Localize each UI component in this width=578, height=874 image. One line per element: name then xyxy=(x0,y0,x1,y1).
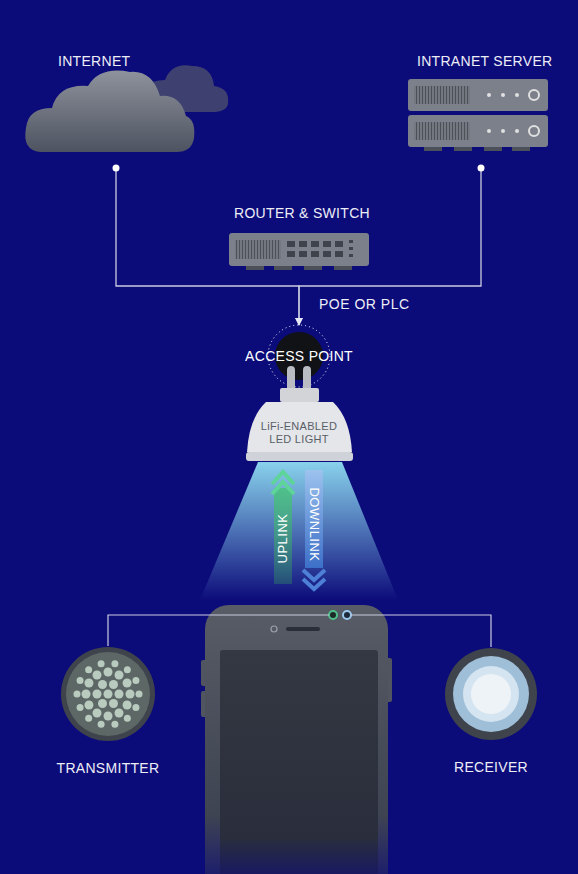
led-dot xyxy=(84,701,93,710)
led-dot xyxy=(123,679,132,688)
led-dot xyxy=(104,712,113,721)
led-dot xyxy=(104,690,113,699)
connector xyxy=(116,168,299,325)
port xyxy=(287,241,295,247)
led-dot xyxy=(74,691,81,698)
port xyxy=(299,251,307,257)
device-node: RECEIVER xyxy=(436,646,546,776)
led-dot xyxy=(111,721,118,728)
led-dot xyxy=(124,715,131,722)
port xyxy=(323,251,331,257)
port xyxy=(323,241,331,247)
led-dot xyxy=(77,704,84,711)
port xyxy=(349,254,353,257)
transmitter-lens xyxy=(61,647,155,741)
led-dot xyxy=(136,691,143,698)
led-dot xyxy=(111,660,118,667)
node-label: INTERNET xyxy=(26,53,206,70)
led-dot xyxy=(124,666,131,673)
port xyxy=(335,251,343,257)
led-dot xyxy=(98,721,105,728)
led-dot xyxy=(85,715,92,722)
led-dot xyxy=(93,670,102,679)
smartphone xyxy=(201,605,392,874)
leader-line xyxy=(351,615,491,647)
port xyxy=(335,241,343,247)
led-dot xyxy=(109,699,118,708)
led-dot xyxy=(93,690,102,699)
port xyxy=(287,251,295,257)
led-dot xyxy=(77,677,84,684)
led-dot xyxy=(82,690,91,699)
leader-line xyxy=(108,615,329,646)
led-dot xyxy=(84,679,93,688)
uplink-arrow xyxy=(272,472,294,584)
node-label: ROUTER & SWITCH xyxy=(222,205,382,222)
link-label: DOWNLINK xyxy=(307,487,322,561)
device-node: TRANSMITTER xyxy=(48,645,168,781)
led-dot xyxy=(126,690,135,699)
router-switch xyxy=(229,233,369,270)
node-label: RECEIVER xyxy=(436,759,546,776)
led-bulb xyxy=(246,325,353,461)
led-dot xyxy=(104,668,113,677)
led-dot xyxy=(115,670,124,679)
led-dot xyxy=(109,680,118,689)
node-label: LiFi-ENABLED LED LIGHT xyxy=(257,420,341,445)
port xyxy=(349,247,353,250)
connector-dot xyxy=(113,165,120,172)
device-node: INTRANET SERVER xyxy=(406,50,556,168)
server-rack xyxy=(408,79,548,151)
link-label: UPLINK xyxy=(276,513,291,563)
receiver-lens xyxy=(445,648,537,740)
port xyxy=(349,240,353,243)
led-dot xyxy=(115,690,124,699)
node-label: INTRANET SERVER xyxy=(406,53,556,70)
connector-dot xyxy=(478,165,485,172)
cloud xyxy=(25,65,228,152)
device-node: ACCESS POINT LiFi-ENABLED LED LIGHT xyxy=(240,325,358,462)
led-dot xyxy=(123,701,132,710)
led-dot xyxy=(98,680,107,689)
port xyxy=(311,241,319,247)
device-node: ROUTER & SWITCH xyxy=(222,203,382,273)
port xyxy=(299,241,307,247)
port xyxy=(311,251,319,257)
connector xyxy=(299,168,481,325)
led-dot xyxy=(132,677,139,684)
downlink-arrow xyxy=(303,470,325,589)
node-label: ACCESS POINT xyxy=(240,348,358,365)
led-dot xyxy=(98,660,105,667)
led-dot xyxy=(98,699,107,708)
light-beam xyxy=(200,462,398,600)
led-dot xyxy=(93,709,102,718)
edge-label: POE OR PLC xyxy=(319,296,410,312)
node-label: TRANSMITTER xyxy=(48,760,168,777)
led-dot xyxy=(132,704,139,711)
led-dot xyxy=(85,666,92,673)
led-dot xyxy=(115,709,124,718)
device-node: INTERNET xyxy=(26,50,206,168)
